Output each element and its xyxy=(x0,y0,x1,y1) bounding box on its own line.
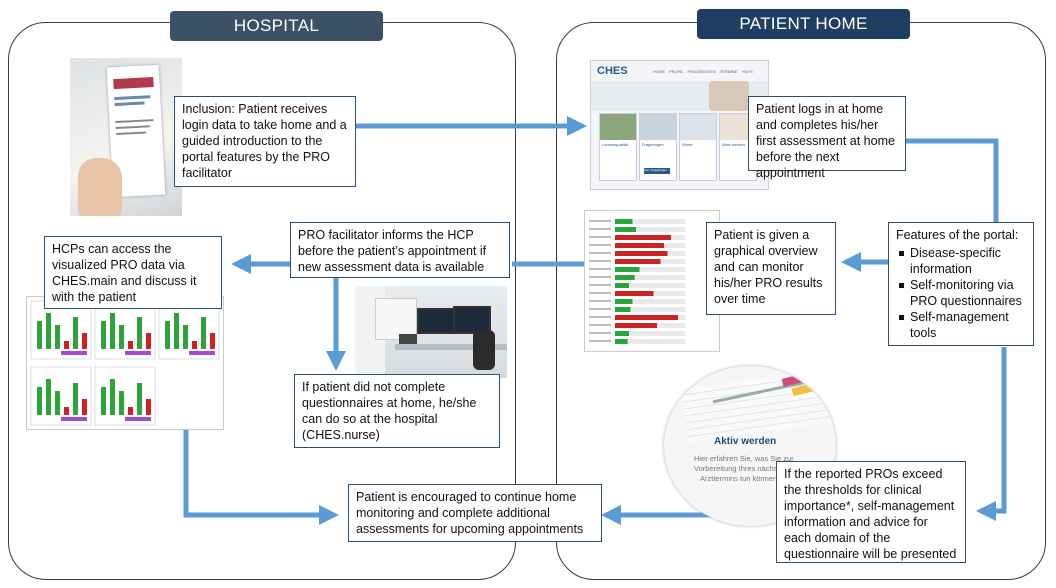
hcp-charts-screenshot xyxy=(26,296,224,430)
inclusion-box: Inclusion: Patient receives login data t… xyxy=(174,96,356,187)
aktiv-werden-line-3: Arzttermins tun können xyxy=(700,474,778,483)
card-button: Zum Fragebogen xyxy=(644,168,670,174)
card-title-aktiv-werden: Aktiv werden xyxy=(722,142,745,147)
nav-item-termine: TERMINE xyxy=(719,69,738,74)
aktiv-werden-title: Aktiv werden xyxy=(714,436,777,447)
card-title-fragebogen: Fragebogen xyxy=(642,142,664,147)
login-box: Patient logs in at home and completes hi… xyxy=(748,96,906,180)
feature-item: Self-management tools xyxy=(899,309,1026,341)
pro-overview-chart-screenshot xyxy=(584,210,720,352)
portal-features-list: Disease-specific information Self-monito… xyxy=(896,245,1026,341)
nav-item-profil: PROFIL xyxy=(669,69,684,74)
encouraged-box: Patient is encouraged to continue home m… xyxy=(348,484,602,542)
nav-item-hilfe: HILFE xyxy=(741,69,754,74)
ches-portal-screenshot: CHES HOME PROFIL FRAGEBOGEN TERMINE HILF… xyxy=(590,60,769,190)
facilitator-box: PRO facilitator informs the HCP before t… xyxy=(290,222,510,278)
feature-item: Self-monitoring via PRO questionnaires xyxy=(899,277,1026,309)
arrow-features-to-thresholds xyxy=(976,347,1007,521)
card-title-lebensqualitaet: Lebensqualität xyxy=(602,142,629,147)
card-title-werte: Werte xyxy=(682,142,693,147)
graphical-overview-box: Patient is given a graphical overview an… xyxy=(706,222,836,315)
nav-item-fragebogen: FRAGEBOGEN xyxy=(687,69,716,74)
arrow-hcp-to-encouraged xyxy=(183,430,339,525)
hospital-header: HOSPITAL xyxy=(170,11,383,41)
thresholds-box: If the reported PROs exceed the threshol… xyxy=(776,461,966,563)
nav-item-home: HOME xyxy=(653,69,665,74)
aktiv-werden-line-1: Hier erfahren Sie, was Sie zur xyxy=(694,454,794,463)
arrow-login-to-features xyxy=(905,138,999,222)
hospital-nurse-box: If patient did not complete questionnair… xyxy=(294,374,500,448)
ches-logo: CHES xyxy=(597,65,628,77)
login-letter-photo xyxy=(70,58,182,216)
aktiv-werden-line-2: Vorbereitung Ihres nächsten xyxy=(694,464,788,473)
portal-features-title: Features of the portal: xyxy=(896,228,1019,242)
portal-features-box: Features of the portal: Disease-specific… xyxy=(888,222,1034,346)
patient-home-header: PATIENT HOME xyxy=(697,9,910,39)
feature-item: Disease-specific information xyxy=(899,245,1026,277)
hcp-box: HCPs can access the visualized PRO data … xyxy=(44,236,222,309)
hospital-workstation-photo xyxy=(355,286,507,378)
